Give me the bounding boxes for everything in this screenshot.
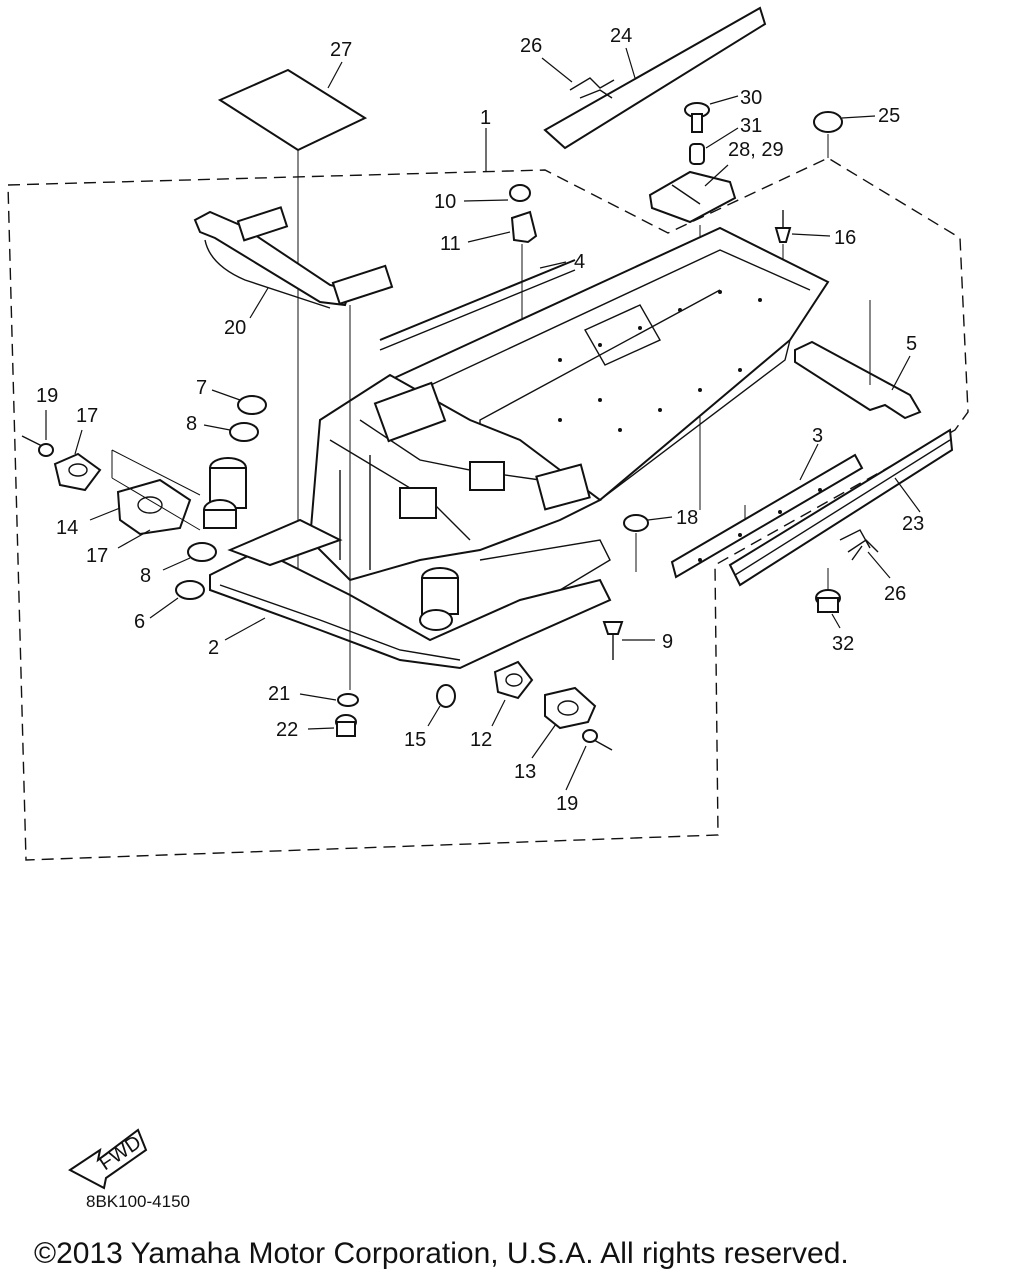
callout-5: 5 xyxy=(906,333,917,355)
callout-30: 30 xyxy=(740,87,762,109)
callout-21: 21 xyxy=(268,683,290,705)
callout-13: 13 xyxy=(514,761,536,783)
gasket-17-lower xyxy=(117,529,151,549)
plug-7 xyxy=(211,389,267,415)
callout-9: 9 xyxy=(662,631,673,653)
plug-8-upper xyxy=(203,422,259,442)
callout-26-upper: 26 xyxy=(520,35,542,57)
shaft-4 xyxy=(379,259,576,351)
clip-26-lower xyxy=(839,529,891,579)
spindle-post-right xyxy=(419,567,459,631)
assembly-boundary xyxy=(7,157,969,861)
callout-11: 11 xyxy=(440,233,461,255)
callout-31: 31 xyxy=(740,115,762,137)
callout-27: 27 xyxy=(330,39,352,61)
collar-31 xyxy=(689,127,739,165)
callout-10: 10 xyxy=(434,191,456,213)
clip-26-upper xyxy=(541,57,615,99)
fwd-arrow-icon: FWD xyxy=(68,1128,148,1190)
gasket-17-upper xyxy=(53,429,102,492)
callout-7: 7 xyxy=(196,377,207,399)
copyright-notice: ©2013 Yamaha Motor Corporation, U.S.A. A… xyxy=(34,1237,849,1270)
callout-22: 22 xyxy=(276,719,298,741)
callout-17-lower: 17 xyxy=(86,545,108,567)
callout-1: 1 xyxy=(480,107,491,129)
nut-22 xyxy=(307,714,357,737)
cap-25 xyxy=(813,111,876,158)
callout-32: 32 xyxy=(832,633,854,655)
rivet-9 xyxy=(602,621,655,660)
plug-6 xyxy=(149,580,205,619)
callout-3: 3 xyxy=(812,425,823,447)
callout-16: 16 xyxy=(834,227,856,249)
front-frame xyxy=(308,373,602,582)
bolt-19-left xyxy=(21,410,54,457)
plate-14 xyxy=(89,478,192,536)
callout-25: 25 xyxy=(878,105,900,127)
callout-24: 24 xyxy=(610,25,632,47)
callout-15: 15 xyxy=(404,729,426,751)
handle-bar-20 xyxy=(193,206,394,319)
callout-8-upper: 8 xyxy=(186,413,197,435)
callout-23: 23 xyxy=(902,513,924,535)
grommet-32 xyxy=(815,568,841,629)
callout-17-upper: 17 xyxy=(76,405,98,427)
gasket-12 xyxy=(491,660,534,727)
rail-strip-23 xyxy=(728,428,954,587)
callout-19-lower: 19 xyxy=(556,793,578,815)
plug-8-lower xyxy=(162,542,217,571)
bolt-30 xyxy=(684,95,739,133)
callout-26-lower: 26 xyxy=(884,583,906,605)
washer-21 xyxy=(299,305,359,707)
collar-15 xyxy=(427,684,456,727)
callout-12: 12 xyxy=(470,729,492,751)
callout-6: 6 xyxy=(134,611,145,633)
callout-19-upper: 19 xyxy=(36,385,58,407)
nut-10 xyxy=(463,184,531,202)
callout-18: 18 xyxy=(676,507,698,529)
callout-20: 20 xyxy=(224,317,246,339)
diagram-code: 8BK100-4150 xyxy=(86,1192,190,1211)
callout-28-29: 28, 29 xyxy=(728,139,784,161)
callout-14: 14 xyxy=(56,517,78,539)
cap-18 xyxy=(623,514,673,572)
rail-3 xyxy=(670,443,864,579)
callout-8-lower: 8 xyxy=(140,565,151,587)
reference-bracket-left xyxy=(111,449,201,531)
bracket-5 xyxy=(794,300,922,420)
callout-2: 2 xyxy=(208,637,219,659)
base-plate-2 xyxy=(209,518,612,670)
rail-strip-24 xyxy=(543,6,767,150)
bolt-19-lower xyxy=(565,729,613,791)
plate-13 xyxy=(531,686,597,759)
spindle-post-left xyxy=(203,457,247,529)
callout-4: 4 xyxy=(574,251,585,273)
